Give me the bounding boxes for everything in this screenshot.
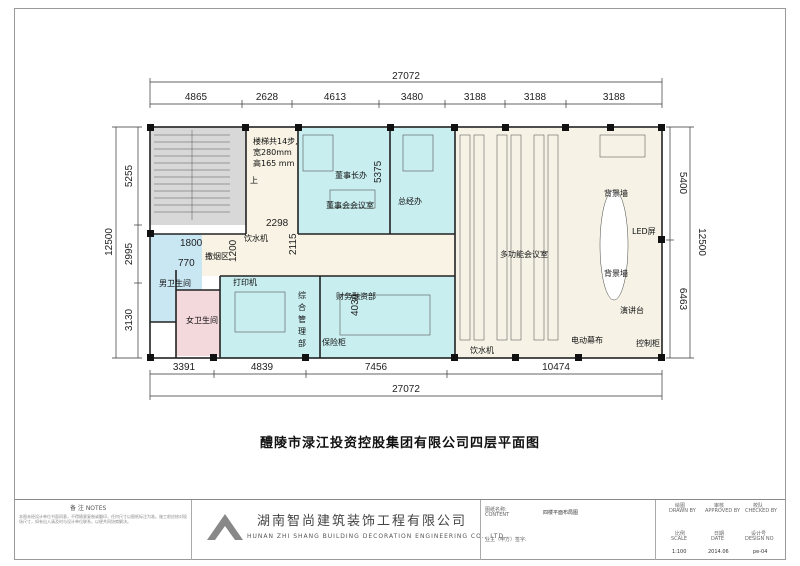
- led-screen-label: LED屏: [632, 227, 656, 236]
- office-furniture: [234, 134, 434, 336]
- company-name-en: HUNAN ZHI SHANG BUILDING DECORATION ENGI…: [247, 533, 508, 540]
- dim-right-overall: 12500: [696, 228, 707, 256]
- date-en: DATE: [711, 536, 725, 542]
- background-wall-1: 背景墙: [604, 188, 628, 198]
- inner-dim-4: 2115: [288, 233, 299, 255]
- dim-left-overall: 12500: [104, 228, 115, 256]
- approved-label: 审核: [714, 503, 725, 509]
- dim-left-2: 2995: [124, 242, 135, 265]
- stair-note-2: 宽280mm: [253, 147, 292, 157]
- safe-label: 保险柜: [322, 337, 346, 347]
- dim-top-3: 4613: [324, 92, 347, 103]
- printer-label: 打印机: [233, 277, 257, 287]
- admin-char-1: 综: [298, 290, 306, 300]
- meeting-chairs: [459, 134, 646, 341]
- date-label: 日期: [714, 531, 725, 537]
- dim-top-1: 4865: [185, 92, 208, 103]
- inner-dim-6: 5375: [373, 160, 384, 183]
- design-no-en: DESIGN NO: [745, 536, 774, 542]
- inner-dim-7: 4030: [350, 293, 361, 316]
- scale-value: 1:100: [672, 549, 687, 555]
- tb-divider-3: [655, 500, 656, 560]
- design-no-label: 设计号: [751, 531, 767, 537]
- admin-char-2: 合: [298, 302, 306, 312]
- chairman-office-label: 董事长办: [335, 170, 367, 180]
- corridor-mid: [202, 234, 455, 276]
- company-name-cn: 湖南智尚建筑装饰工程有限公司: [257, 514, 468, 529]
- screen-label: 电动幕布: [571, 335, 603, 345]
- drawing-title: 醴陵市渌江投资控股集团有限公司四层平面图: [259, 436, 540, 451]
- inner-dim-2: 1800: [180, 238, 203, 249]
- finance-label: 财务融资部: [336, 291, 376, 301]
- female-wc-area: [176, 290, 224, 356]
- stair-area: [150, 127, 246, 225]
- admin-char-3: 管: [298, 314, 306, 324]
- stair-note-1: 楼梯共14步,: [253, 136, 298, 146]
- male-wc-label: 男卫生间: [159, 278, 191, 288]
- title-block: 备 注 NOTES 本图未经设计单位书面同意，不得随意复制或翻印，任何尺寸以图纸…: [15, 499, 785, 560]
- inner-dim-3: 770: [178, 258, 195, 269]
- date-value: 2014.06: [708, 549, 729, 555]
- admin-char-5: 部: [298, 338, 306, 348]
- stair-up-label: 上: [250, 176, 258, 185]
- dim-top-6: 3188: [524, 92, 547, 103]
- water-dispenser-2: 饮水机: [470, 345, 494, 355]
- dim-bottom-overall: 27072: [392, 384, 420, 395]
- dim-right-1: 5400: [677, 172, 688, 195]
- owner-sign-label: 业主（甲方）签字:: [485, 537, 527, 543]
- tb-divider-1: [191, 500, 192, 560]
- dim-top-5: 3188: [464, 92, 487, 103]
- dim-top-4: 3480: [401, 92, 424, 103]
- multi-meeting-area: [455, 127, 662, 358]
- drawing-name-label: 图纸名称:: [485, 507, 507, 513]
- company-logo-icon: [207, 514, 243, 540]
- approved-en: APPROVED BY: [705, 508, 741, 514]
- board-room-area: [298, 127, 455, 234]
- drawn-en: DRAWN BY: [669, 508, 696, 514]
- water-dispenser-1: 饮水机: [244, 233, 268, 243]
- notes-text: 本图未经设计单位书面同意，不得随意复制或翻印，任何尺寸以图纸标注为准。施工前应核…: [19, 514, 187, 524]
- scale-label: 比例: [675, 531, 686, 537]
- scale-en: SCALE: [671, 536, 688, 542]
- background-wall-2: 背景墙: [604, 268, 628, 278]
- structural-columns: [147, 124, 665, 361]
- tb-divider-2: [480, 500, 481, 560]
- corridor-top: [246, 127, 298, 234]
- dim-bottom-3: 7456: [365, 362, 388, 373]
- board-meeting-label: 董事会会议室: [326, 200, 374, 210]
- dim-bottom-1: 3391: [173, 362, 196, 373]
- drawing-sheet-border: [14, 8, 786, 560]
- dim-top-7: 3188: [603, 92, 626, 103]
- dim-right-2: 6463: [677, 288, 688, 311]
- inner-dim-5: 1200: [228, 239, 239, 262]
- drawing-name-value: 四楼平面布局图: [543, 510, 579, 516]
- drawn-label: 绘图: [675, 503, 686, 509]
- dim-left-1: 5255: [124, 164, 135, 187]
- design-no-value: pe-04: [753, 549, 768, 555]
- admin-char-4: 理: [298, 327, 306, 336]
- stair-note-3: 高165 mm: [253, 158, 295, 168]
- office-area: [220, 276, 455, 358]
- dim-bottom-4: 10474: [542, 362, 570, 373]
- dim-top-overall: 27072: [392, 71, 420, 82]
- multi-meeting-label: 多功能会议室: [500, 249, 548, 259]
- inner-dim-1: 2298: [266, 218, 289, 229]
- gm-office-label: 总经办: [398, 196, 422, 206]
- control-cabinet-label: 控制柜: [636, 338, 660, 348]
- stage-label: 演讲台: [620, 305, 644, 315]
- smoking-area-label: 撒烟区: [205, 251, 229, 261]
- dim-bottom-2: 4839: [251, 362, 274, 373]
- content-label: CONTENT: [485, 512, 510, 518]
- notes-heading: 备 注 NOTES: [70, 505, 107, 512]
- female-wc-label: 女卫生间: [186, 315, 218, 325]
- dim-left-3: 3130: [124, 308, 135, 331]
- dim-top-2: 2628: [256, 92, 279, 103]
- stair-treads: [154, 130, 230, 220]
- checked-label: 校队: [753, 503, 764, 509]
- dimension-lines: [112, 78, 694, 400]
- checked-en: CHECKED BY: [745, 508, 777, 514]
